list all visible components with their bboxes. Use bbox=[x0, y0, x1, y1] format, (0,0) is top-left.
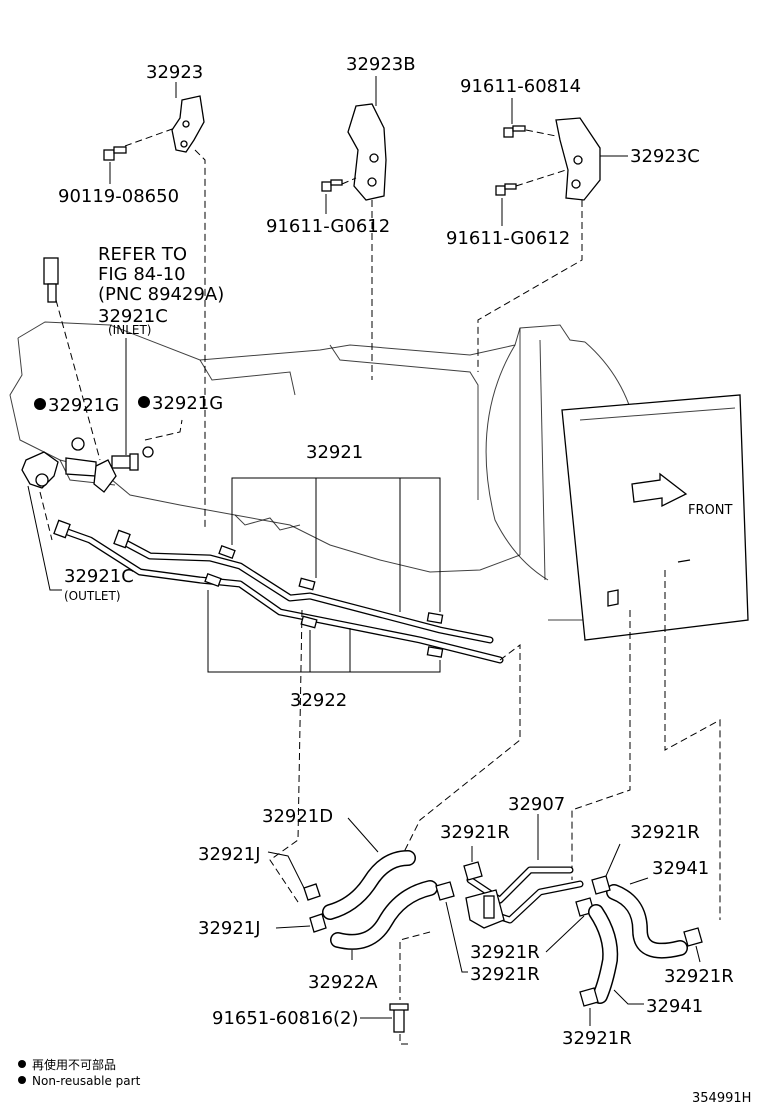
non-reusable-marker-right bbox=[138, 396, 150, 408]
refer-line-3: (PNC 89429A) bbox=[98, 284, 224, 305]
label-32923: 32923 bbox=[146, 62, 203, 83]
legend-chinese: 再使用不可部品 bbox=[32, 1057, 116, 1072]
clamp-32921r-e bbox=[683, 927, 703, 947]
label-32921g-left: 32921G bbox=[48, 395, 119, 416]
label-32921r-c: 32921R bbox=[470, 964, 540, 985]
clamp-32921r-a bbox=[463, 861, 483, 881]
label-32921j-bottom: 32921J bbox=[198, 918, 261, 939]
legend: 再使用不可部品 Non-reusable part bbox=[18, 1057, 141, 1088]
clamp-32921r-b bbox=[435, 881, 455, 901]
bolt-91611-g0612-a bbox=[321, 179, 343, 192]
leader-32921 bbox=[231, 477, 441, 612]
label-32941-upper: 32941 bbox=[652, 858, 709, 879]
legend-dot-1 bbox=[18, 1060, 26, 1068]
pipe-assembly-32907 bbox=[465, 866, 584, 929]
leader-32922 bbox=[207, 590, 441, 673]
label-91651-60816: 91651-60816(2) bbox=[212, 1008, 359, 1029]
label-32921: 32921 bbox=[306, 442, 363, 463]
label-32921r-b: 32921R bbox=[470, 942, 540, 963]
hose-32941-upper bbox=[606, 884, 688, 959]
clamp-32921j-top bbox=[303, 883, 321, 901]
label-90119-08650: 90119-08650 bbox=[58, 186, 179, 207]
front-label: FRONT bbox=[688, 503, 732, 518]
label-32922: 32922 bbox=[290, 690, 347, 711]
bolt-91611-g0612-b bbox=[495, 183, 517, 196]
label-32921r-d: 32921R bbox=[630, 822, 700, 843]
label-32921r-e: 32921R bbox=[664, 966, 734, 987]
label-91611-g0612-b: 91611-G0612 bbox=[446, 228, 570, 249]
legend-english: Non-reusable part bbox=[32, 1074, 141, 1088]
transmission-housing bbox=[9, 321, 641, 621]
label-32921r-f: 32921R bbox=[562, 1028, 632, 1049]
label-32923c: 32923C bbox=[630, 146, 700, 167]
outlet-note: (OUTLET) bbox=[64, 589, 121, 603]
label-32921d: 32921D bbox=[262, 806, 333, 827]
non-reusable-marker-left bbox=[34, 398, 46, 410]
bolt-91651-60816 bbox=[389, 1003, 409, 1033]
bracket-32923 bbox=[171, 95, 205, 153]
refer-line-1: REFER TO bbox=[98, 244, 187, 265]
label-32921j-top: 32921J bbox=[198, 844, 261, 865]
cooler-tubes bbox=[53, 519, 504, 664]
clamp-32921r-f bbox=[579, 987, 599, 1007]
clamp-32921r-d bbox=[591, 875, 611, 895]
figure-code: 354991H bbox=[692, 1091, 751, 1106]
label-32921c-outlet: 32921C bbox=[64, 566, 134, 587]
label-32907: 32907 bbox=[508, 794, 565, 815]
hose-32941-lower bbox=[588, 904, 619, 1004]
label-32923b: 32923B bbox=[346, 54, 416, 75]
speed-sensor bbox=[43, 257, 59, 303]
bracket-32923c bbox=[555, 117, 601, 201]
bracket-32923b bbox=[347, 103, 387, 201]
hose-32922a bbox=[330, 880, 438, 950]
bell-housing-plate bbox=[561, 394, 749, 641]
label-91611-g0612-a: 91611-G0612 bbox=[266, 216, 390, 237]
bolt-91611-60814 bbox=[503, 125, 526, 138]
label-32941-lower: 32941 bbox=[646, 996, 703, 1017]
label-32921c-inlet: 32921C bbox=[98, 306, 168, 327]
label-91611-60814: 91611-60814 bbox=[460, 76, 581, 97]
label-32921r-a: 32921R bbox=[440, 822, 510, 843]
legend-dot-2 bbox=[18, 1076, 26, 1084]
bolt-90119 bbox=[103, 146, 127, 161]
label-32921g-right: 32921G bbox=[152, 393, 223, 414]
inlet-note: (INLET) bbox=[108, 323, 151, 337]
hose-32921d bbox=[322, 850, 416, 920]
outlet-elbow-32921c bbox=[21, 451, 117, 493]
inlet-union-32921c bbox=[111, 453, 139, 471]
front-arrow-icon bbox=[631, 472, 688, 508]
refer-line-2: FIG 84-10 bbox=[98, 264, 186, 285]
label-32922a: 32922A bbox=[308, 972, 378, 993]
clamp-32921j-bottom bbox=[309, 913, 327, 933]
